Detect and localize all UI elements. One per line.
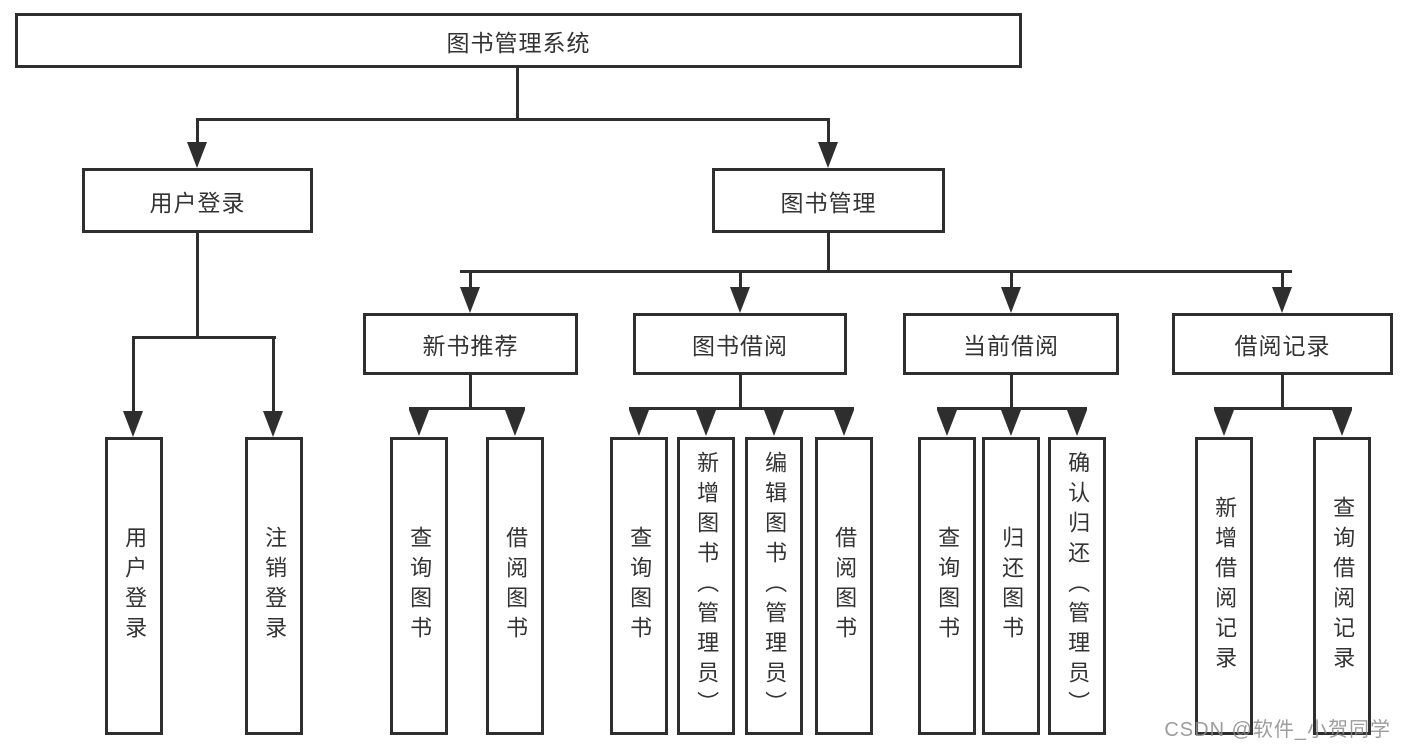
node-user-login-leaf-label: 用户登录 bbox=[122, 526, 148, 646]
node-query-books-recommend: 查询图书 bbox=[390, 437, 448, 735]
connector-line bbox=[409, 407, 525, 410]
csdn-watermark: CSDN @软件_小贺同学 bbox=[1164, 719, 1391, 741]
node-borrow-records-label: 借阅记录 bbox=[1234, 333, 1331, 359]
node-query-books-current-label: 查询图书 bbox=[935, 526, 961, 646]
connector-arrow bbox=[409, 410, 429, 436]
connector-line bbox=[739, 270, 742, 287]
connector-line bbox=[196, 118, 830, 121]
connector-arrow bbox=[1214, 410, 1234, 436]
connector-line bbox=[1281, 375, 1284, 409]
connector-line bbox=[1214, 407, 1352, 410]
node-confirm-return-admin: 确认归还（管理员） bbox=[1048, 437, 1106, 735]
connector-arrow bbox=[505, 410, 525, 436]
connector-line bbox=[827, 118, 830, 144]
node-root-library-system: 图书管理系统 bbox=[15, 13, 1022, 68]
connector-arrow bbox=[818, 142, 838, 168]
node-add-book-admin: 新增图书（管理员） bbox=[677, 437, 735, 735]
node-book-borrowing-label: 图书借阅 bbox=[692, 333, 788, 359]
node-query-borrow-record-label: 查询借阅记录 bbox=[1330, 496, 1356, 676]
connector-line bbox=[1281, 270, 1284, 287]
connector-line bbox=[739, 375, 742, 409]
node-current-borrowing: 当前借阅 bbox=[903, 313, 1119, 375]
node-user-login-leaf: 用户登录 bbox=[105, 437, 163, 735]
connector-arrow bbox=[764, 410, 784, 436]
connector-arrow bbox=[937, 410, 957, 436]
node-root-label: 图书管理系统 bbox=[446, 29, 591, 56]
node-add-book-admin-label: 新增图书（管理员） bbox=[694, 451, 720, 721]
connector-line bbox=[132, 336, 135, 411]
connector-arrow bbox=[1332, 410, 1352, 436]
connector-line bbox=[827, 233, 830, 272]
node-borrow-books-borrowing-label: 借阅图书 bbox=[832, 526, 858, 646]
node-new-book-recommend: 新书推荐 bbox=[363, 313, 578, 375]
node-user-login: 用户登录 bbox=[82, 168, 313, 233]
node-edit-book-admin-label: 编辑图书（管理员） bbox=[762, 451, 788, 721]
node-borrow-books-borrowing: 借阅图书 bbox=[815, 437, 873, 735]
connector-line bbox=[132, 336, 276, 339]
connector-arrow bbox=[123, 411, 143, 437]
node-return-book-label: 归还图书 bbox=[999, 526, 1025, 646]
connector-arrow bbox=[1001, 287, 1021, 313]
node-query-borrow-record: 查询借阅记录 bbox=[1313, 437, 1371, 735]
connector-line bbox=[1010, 270, 1013, 287]
node-return-book: 归还图书 bbox=[982, 437, 1040, 735]
connector-arrow bbox=[1067, 410, 1087, 436]
connector-line bbox=[196, 233, 199, 339]
connector-arrow bbox=[263, 411, 283, 437]
node-current-borrowing-label: 当前借阅 bbox=[963, 333, 1059, 359]
node-user-login-label: 用户登录 bbox=[149, 189, 246, 216]
connector-arrow bbox=[1001, 410, 1021, 436]
connector-line bbox=[516, 68, 519, 120]
connector-arrow bbox=[187, 142, 207, 168]
node-borrow-records: 借阅记录 bbox=[1172, 313, 1393, 375]
node-add-borrow-record: 新增借阅记录 bbox=[1195, 437, 1253, 735]
node-query-books-borrowing: 查询图书 bbox=[610, 437, 668, 735]
node-borrow-books-recommend: 借阅图书 bbox=[486, 437, 544, 735]
connector-line bbox=[196, 118, 199, 144]
connector-arrow bbox=[696, 410, 716, 436]
node-query-books-current: 查询图书 bbox=[918, 437, 976, 735]
node-add-borrow-record-label: 新增借阅记录 bbox=[1212, 496, 1238, 676]
node-logout-label: 注销登录 bbox=[262, 526, 288, 646]
connector-arrow bbox=[460, 287, 480, 313]
connector-arrow bbox=[834, 410, 854, 436]
connector-line bbox=[937, 407, 1087, 410]
node-logout: 注销登录 bbox=[245, 437, 303, 735]
connector-line bbox=[469, 270, 472, 287]
node-new-book-recommend-label: 新书推荐 bbox=[422, 333, 519, 359]
connector-line bbox=[460, 270, 1292, 273]
connector-line bbox=[629, 407, 854, 410]
connector-arrow bbox=[730, 287, 750, 313]
connector-line bbox=[272, 336, 275, 411]
node-confirm-return-admin-label: 确认归还（管理员） bbox=[1065, 451, 1091, 721]
connector-arrow bbox=[1272, 287, 1292, 313]
node-edit-book-admin: 编辑图书（管理员） bbox=[745, 437, 803, 735]
node-borrow-books-recommend-label: 借阅图书 bbox=[503, 526, 529, 646]
node-query-books-recommend-label: 查询图书 bbox=[407, 526, 433, 646]
connector-line bbox=[1010, 375, 1013, 409]
connector-arrow bbox=[629, 410, 649, 436]
node-query-books-borrowing-label: 查询图书 bbox=[627, 526, 653, 646]
node-book-borrowing: 图书借阅 bbox=[633, 313, 847, 375]
node-book-management: 图书管理 bbox=[712, 168, 945, 233]
connector-line bbox=[469, 375, 472, 409]
node-book-management-label: 图书管理 bbox=[780, 189, 877, 216]
